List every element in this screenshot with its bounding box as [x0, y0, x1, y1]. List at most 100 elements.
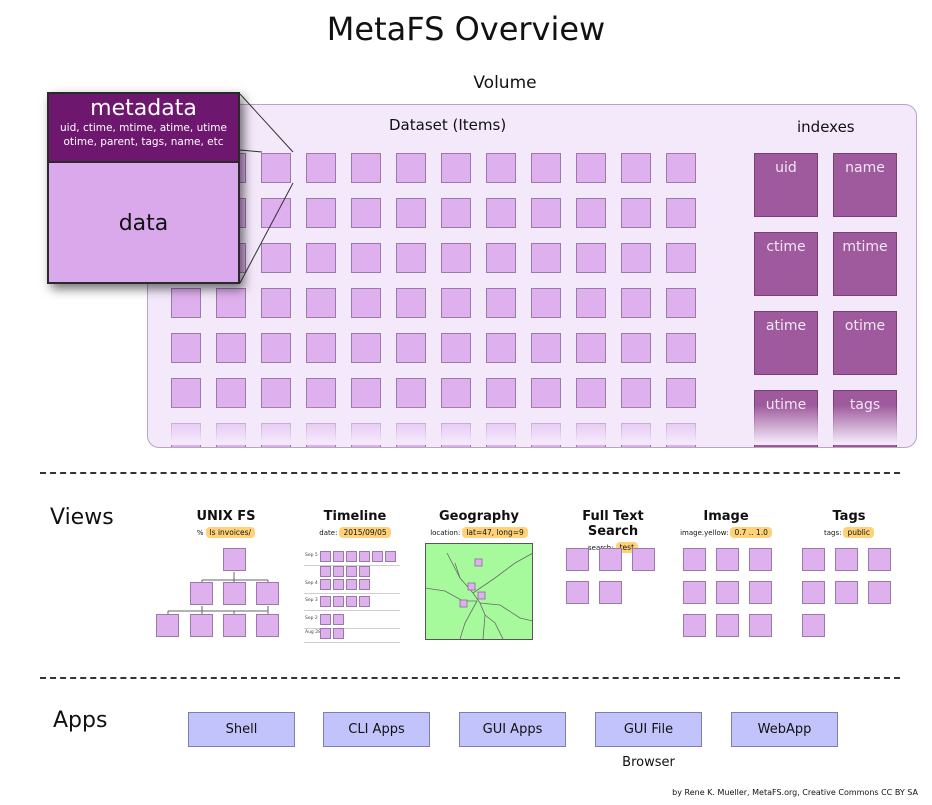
page-title: MetaFS Overview	[326, 10, 606, 48]
timeline-item	[333, 596, 344, 607]
dataset-item	[486, 153, 516, 183]
dataset-item	[396, 288, 426, 318]
volume-label: Volume	[473, 73, 537, 93]
dataset-item	[441, 198, 471, 228]
timeline-item	[346, 551, 357, 562]
view-unix-fs: UNIX FS %ls invoices/	[170, 509, 282, 538]
dataset-item	[621, 288, 651, 318]
query-label: tags:	[823, 529, 842, 537]
image-result-item	[683, 614, 706, 637]
unix-fs-node	[223, 582, 246, 605]
separator-views-apps	[40, 677, 900, 679]
view-title: Tags	[832, 509, 866, 524]
apps-label: Apps	[53, 708, 108, 733]
timeline-item	[346, 596, 357, 607]
query-label: %	[196, 529, 204, 537]
dataset-item	[441, 333, 471, 363]
image-result-item	[749, 614, 772, 637]
dataset-item	[306, 288, 336, 318]
dataset-item	[261, 288, 291, 318]
timeline-item	[372, 551, 383, 562]
volume-box: uidnamectimemtimeatimeotimeutimetags	[147, 104, 917, 448]
dataset-item	[261, 153, 291, 183]
indexes-label: indexes	[797, 118, 855, 136]
unix-fs-root	[223, 548, 246, 571]
dataset-item	[171, 333, 201, 363]
query-value: public	[843, 527, 875, 538]
dataset-item	[396, 333, 426, 363]
timeline-item	[346, 566, 357, 577]
dataset-item	[666, 378, 696, 408]
image-result-item	[716, 548, 739, 571]
data-label: data	[118, 211, 169, 236]
app-webapp[interactable]: WebApp	[731, 712, 838, 747]
dataset-item	[621, 378, 651, 408]
view-full-text-search: Full Text Search search:test	[556, 509, 670, 553]
metadata-title: metadata	[90, 96, 197, 121]
dataset-item	[666, 198, 696, 228]
search-result-item	[599, 581, 622, 604]
dataset-item	[396, 378, 426, 408]
dataset-item	[306, 198, 336, 228]
timeline-item	[359, 596, 370, 607]
timeline-item	[320, 614, 331, 625]
dataset-item	[216, 333, 246, 363]
app-gui-file-browser[interactable]: GUI File Browser	[595, 712, 702, 770]
timeline-item	[320, 628, 331, 639]
timeline-item	[359, 551, 370, 562]
dataset-item	[351, 333, 381, 363]
view-title: UNIX FS	[196, 509, 256, 524]
app-gui-apps[interactable]: GUI Apps	[459, 712, 566, 747]
dataset-item	[441, 243, 471, 273]
tag-result-item	[868, 581, 891, 604]
timeline-row-line	[304, 628, 400, 629]
timeline-date-label: Aug 28	[305, 630, 321, 635]
dataset-item	[486, 198, 516, 228]
app-shell[interactable]: Shell	[188, 712, 295, 747]
view-query: tags:public	[795, 527, 903, 538]
dataset-item	[261, 198, 291, 228]
index-otime: otime	[833, 311, 897, 375]
query-value: test	[615, 542, 639, 553]
timeline-item	[333, 551, 344, 562]
timeline-row-line	[304, 610, 400, 611]
dataset-item	[666, 333, 696, 363]
image-result-item	[749, 581, 772, 604]
view-image: Image image.yellow:0.7 .. 1.0	[672, 509, 780, 538]
timeline-item	[320, 551, 331, 562]
index-mtime: mtime	[833, 232, 897, 296]
view-title: Image	[703, 509, 749, 524]
timeline-row-line	[304, 593, 400, 594]
view-query: location:lat=47, long=9	[423, 527, 535, 538]
dataset-item	[666, 243, 696, 273]
dataset-item	[441, 288, 471, 318]
timeline-item	[359, 566, 370, 577]
item-detail-card: metadata uid, ctime, mtime, atime, utime…	[47, 92, 240, 284]
image-result-item	[683, 581, 706, 604]
timeline-date-label: Sep 3	[305, 598, 318, 603]
image-result-item	[683, 548, 706, 571]
timeline-item	[333, 614, 344, 625]
index-uid: uid	[754, 153, 818, 217]
dataset-item	[576, 153, 606, 183]
timeline-item	[333, 628, 344, 639]
dataset-item	[486, 288, 516, 318]
search-result-item	[632, 548, 655, 571]
dataset-item	[576, 198, 606, 228]
unix-fs-node	[156, 614, 179, 637]
index-name: name	[833, 153, 897, 217]
unix-fs-node	[256, 614, 279, 637]
dataset-item	[576, 333, 606, 363]
image-result-item	[716, 614, 739, 637]
tag-result-item	[835, 581, 858, 604]
query-value: 0.7 .. 1.0	[730, 527, 772, 538]
dataset-item	[621, 243, 651, 273]
dataset-item	[351, 243, 381, 273]
credit-text: by Rene K. Mueller, MetaFS.org, Creative…	[672, 788, 918, 797]
dataset-item	[531, 333, 561, 363]
app-cli-apps[interactable]: CLI Apps	[323, 712, 430, 747]
dataset-item	[486, 333, 516, 363]
view-query: %ls invoices/	[170, 527, 282, 538]
dataset-item	[621, 198, 651, 228]
